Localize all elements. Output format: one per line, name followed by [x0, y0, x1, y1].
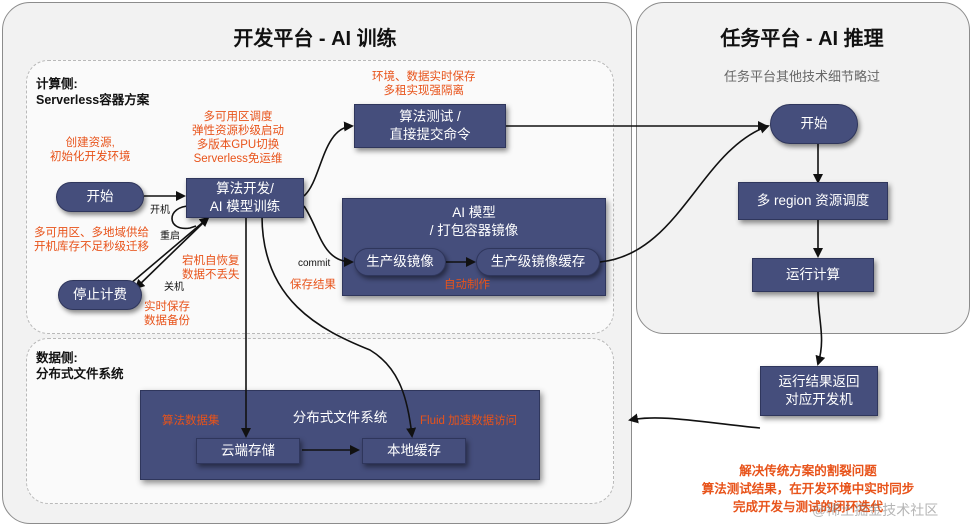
start-node: 开始: [56, 182, 144, 212]
task-start-node: 开始: [770, 104, 858, 144]
note-fluid: Fluid 加速数据访问: [420, 415, 518, 427]
compute-side-label: 计算侧: Serverless容器方案: [36, 77, 150, 107]
algo-dev-node: 算法开发/ AI 模型训练: [186, 178, 304, 218]
task-platform-subtitle: 任务平台其他技术细节略过: [723, 69, 880, 84]
region-schedule-node: 多 region 资源调度: [738, 182, 888, 220]
prod-image-cache-node: 生产级镜像缓存: [476, 248, 600, 276]
stop-billing-node: 停止计费: [58, 280, 142, 310]
prod-image-node: 生产级镜像: [354, 248, 446, 276]
note-save-result: 保存结果: [290, 279, 336, 291]
algo-test-node: 算法测试 / 直接提交命令: [354, 104, 506, 148]
note-auto-make: 自动制作: [444, 279, 490, 291]
local-cache-node: 本地缓存: [362, 438, 466, 464]
result-return-node: 运行结果返回 对应开发机: [760, 366, 878, 416]
note-algo-dataset: 算法数据集: [162, 415, 220, 427]
note-realtime-save: 实时保存 数据备份: [144, 301, 190, 327]
power-on-label: 开机: [150, 205, 170, 216]
distributed-fs-panel: [140, 390, 540, 480]
run-compute-node: 运行计算: [752, 258, 874, 292]
restart-label: 重启: [160, 231, 180, 242]
note-env-save: 环境、数据实时保存 多租实现强隔离: [372, 71, 476, 97]
commit-label: commit: [298, 258, 331, 269]
note-multi-region: 多可用区、多地域供给 开机库存不足秒级迁移: [34, 227, 149, 253]
data-side-label: 数据侧: 分布式文件系统: [36, 351, 124, 381]
power-off-label: 关机: [164, 282, 184, 293]
note-crash-recovery: 宕机自恢复 数据不丢失: [182, 255, 240, 281]
watermark: @稀土掘金技术社区: [812, 502, 939, 518]
bottom-notes: 解决传统方案的割裂问题 算法测试结果，在开发环境中实时同步 完成开发与测试的闭环…: [701, 464, 915, 514]
task-platform-title: 任务平台 - AI 推理: [720, 28, 884, 50]
cloud-storage-node: 云端存储: [196, 438, 300, 464]
model-image-title: AI 模型 / 打包容器镜像: [429, 205, 519, 238]
note-multi-zone: 多可用区调度 弹性资源秒级启动 多版本GPU切换 Serverless免运维: [192, 111, 284, 165]
dev-platform-title: 开发平台 - AI 训练: [233, 28, 397, 50]
note-create-resource: 创建资源, 初始化开发环境: [50, 137, 131, 163]
